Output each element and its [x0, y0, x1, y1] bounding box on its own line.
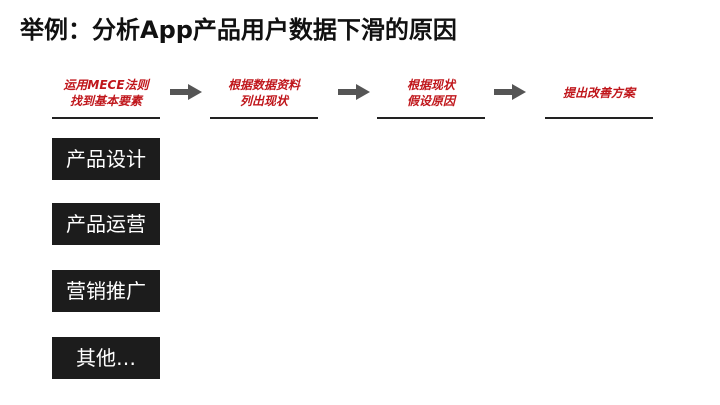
category-product-design: 产品设计	[52, 138, 160, 180]
step-underline	[52, 117, 160, 119]
arrow-right-icon	[338, 84, 370, 100]
step-underline	[545, 117, 653, 119]
step-label: 根据现状 假设原因	[406, 78, 455, 108]
step-mece: 运用MECE法则 找到基本要素	[52, 70, 160, 120]
step-label: 运用MECE法则 找到基本要素	[63, 78, 149, 108]
step-underline	[210, 117, 318, 119]
step-improve: 提出改善方案	[545, 70, 653, 120]
step-label: 提出改善方案	[562, 86, 635, 100]
arrow-right-icon	[494, 84, 526, 100]
category-product-operation: 产品运营	[52, 203, 160, 245]
category-other: 其他…	[52, 337, 160, 379]
step-label: 根据数据资料 列出现状	[227, 78, 300, 108]
step-list-status: 根据数据资料 列出现状	[210, 70, 318, 120]
category-marketing: 营销推广	[52, 270, 160, 312]
step-hypothesize: 根据现状 假设原因	[377, 70, 485, 120]
step-underline	[377, 117, 485, 119]
arrow-right-icon	[170, 84, 202, 100]
slide-title: 举例：分析App产品用户数据下滑的原因	[20, 16, 457, 44]
